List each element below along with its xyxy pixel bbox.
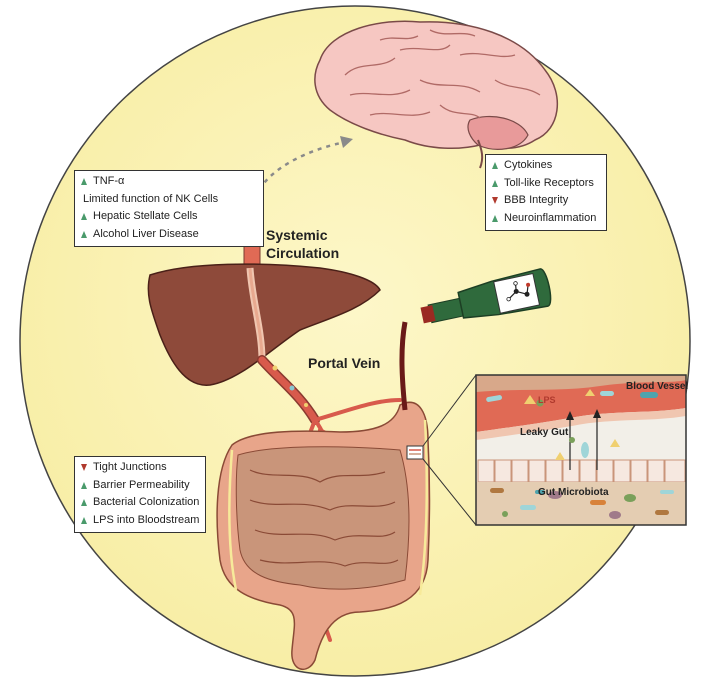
up-arrow-icon: [81, 178, 87, 186]
liver-effect-item: TNF-α: [81, 173, 257, 191]
brain-effect-item: Toll-like Receptors: [492, 175, 600, 193]
label-portal-vein: Portal Vein: [308, 355, 381, 371]
brain-effects-box: Cytokines Toll-like Receptors BBB Integr…: [485, 154, 607, 231]
label-circulation: Circulation: [266, 245, 340, 261]
liver-effect-item: Alcohol Liver Disease: [81, 226, 257, 244]
gut-effects-box: Tight Junctions Barrier Permeability Bac…: [74, 456, 206, 533]
up-arrow-icon: [81, 499, 87, 507]
brain-effect-item: Cytokines: [492, 157, 600, 175]
up-arrow-icon: [492, 214, 498, 222]
liver-icon: [147, 263, 381, 386]
down-arrow-icon: [492, 197, 498, 205]
up-arrow-icon: [492, 162, 498, 170]
leaky-gut-inset: [475, 374, 687, 526]
inset-label-lps: LPS: [538, 395, 556, 405]
up-arrow-icon: [81, 213, 87, 221]
brain-effect-item: BBB Integrity: [492, 192, 600, 210]
inset-label-gut-microbiota: Gut Microbiota: [538, 487, 609, 498]
up-arrow-icon: [81, 230, 87, 238]
brain-icon: [314, 20, 559, 169]
gut-effect-item: LPS into Bloodstream: [81, 512, 199, 530]
liver-effect-item: Hepatic Stellate Cells: [81, 208, 257, 226]
intestine-icon: [216, 401, 431, 670]
liver-effects-box: TNF-α Limited function of NK Cells Hepat…: [74, 170, 264, 247]
gut-effect-item: Barrier Permeability: [81, 477, 199, 495]
liver-effect-item: Limited function of NK Cells: [83, 192, 219, 205]
up-arrow-icon: [81, 516, 87, 524]
wine-bottle-icon: [399, 268, 552, 411]
inset-label-blood-vessel: Blood Vessel: [626, 381, 689, 392]
up-arrow-icon: [81, 481, 87, 489]
gut-effect-item: Bacterial Colonization: [81, 494, 199, 512]
inset-label-leaky-gut: Leaky Gut: [520, 427, 569, 438]
gut-effect-item: Tight Junctions: [81, 459, 199, 477]
brain-effect-item: Neuroinflammation: [492, 210, 600, 228]
up-arrow-icon: [492, 179, 498, 187]
label-systemic: Systemic: [266, 227, 328, 243]
down-arrow-icon: [81, 464, 87, 472]
